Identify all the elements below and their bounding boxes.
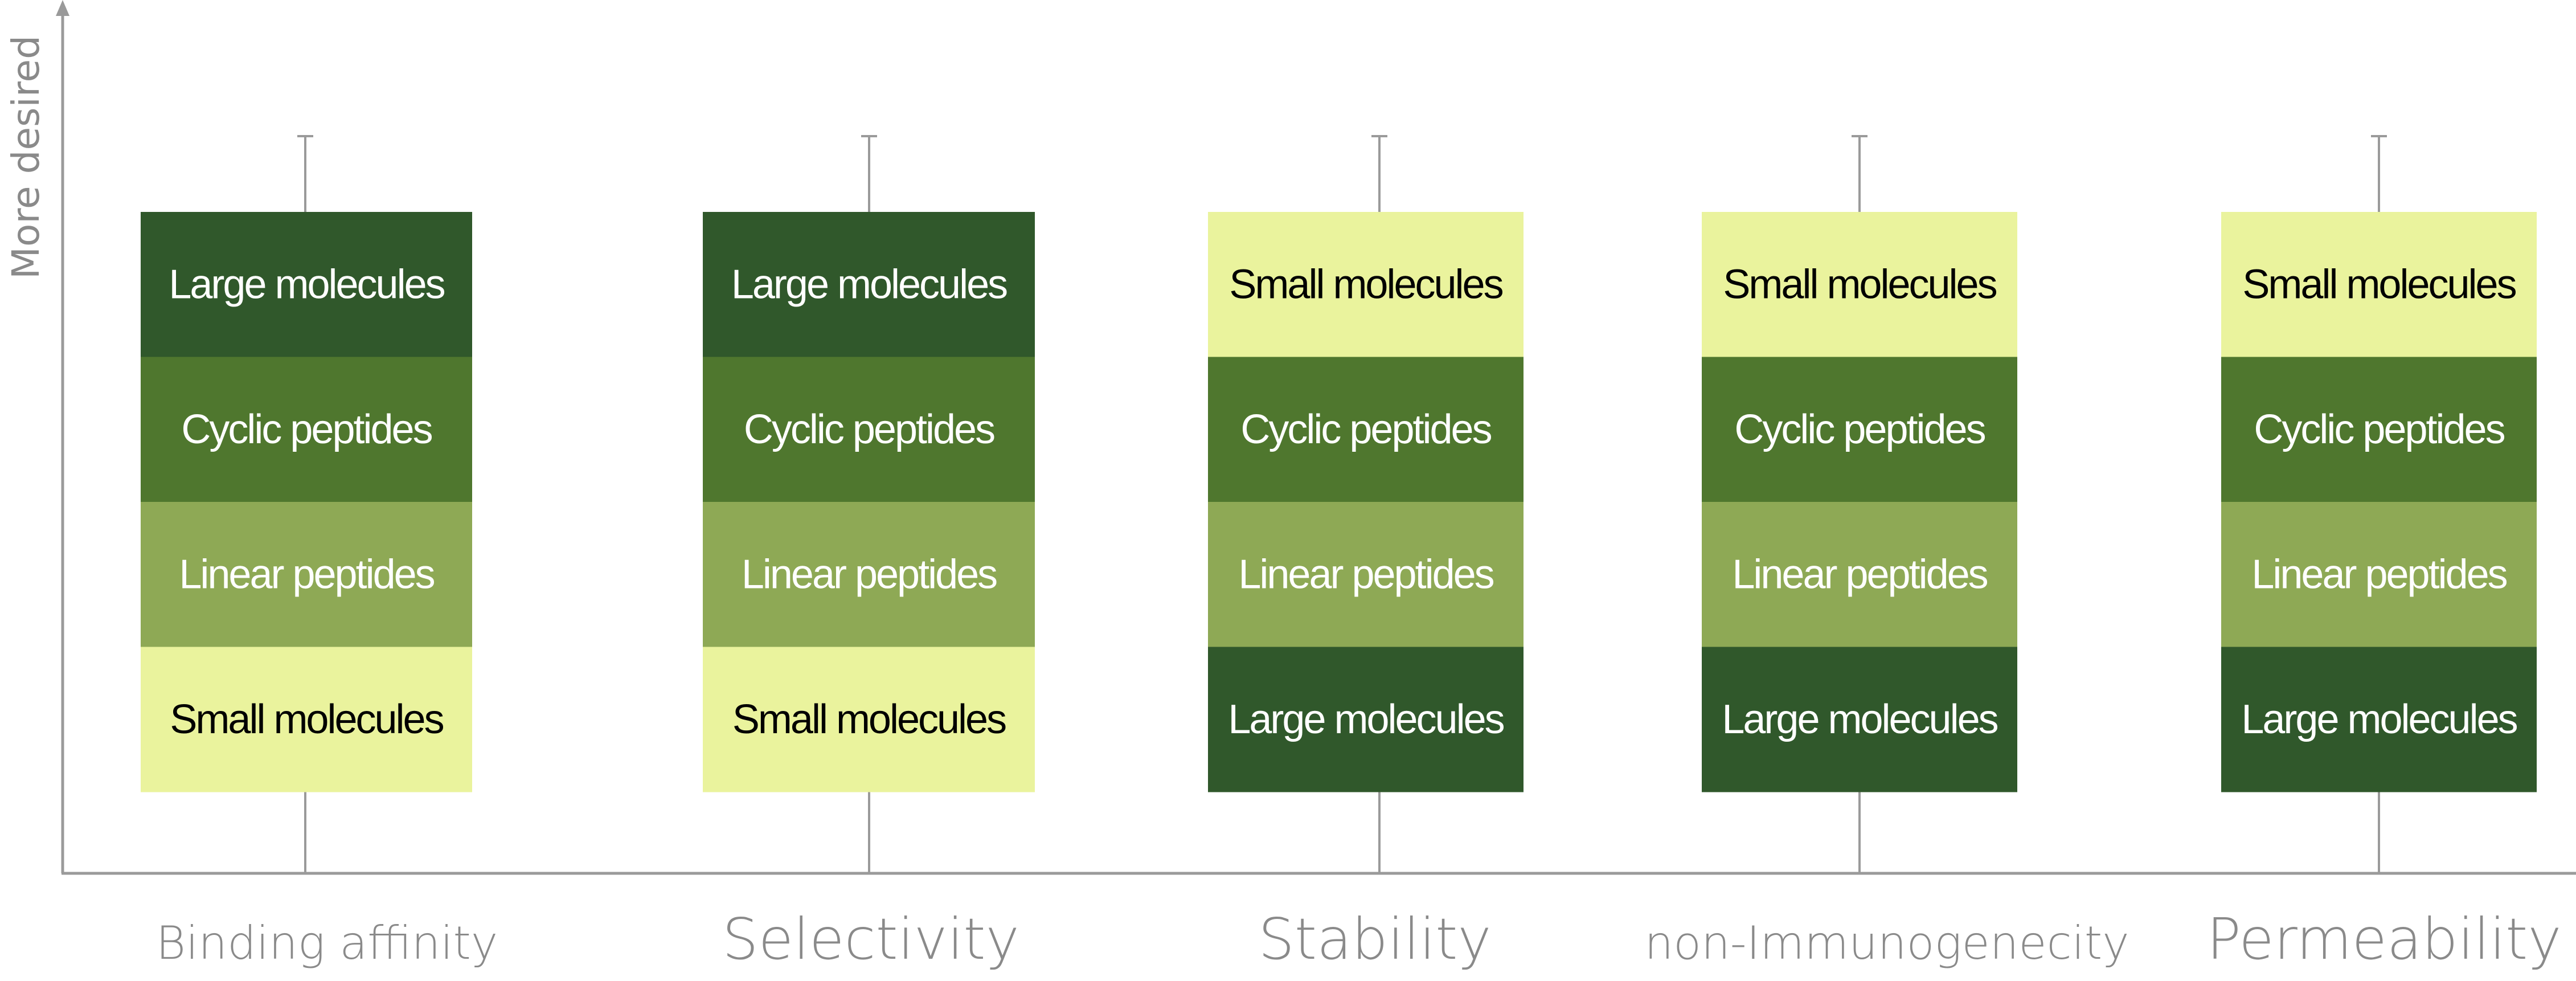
band-rank-1 [1208, 212, 1524, 357]
band-rank-4 [141, 647, 472, 792]
band-label: Small molecules [1229, 261, 1502, 307]
band-rank-3 [1208, 502, 1524, 647]
band-rank-3 [2221, 502, 2537, 647]
band-label: Small molecules [1723, 261, 1996, 307]
band-label: Cyclic peptides [1240, 407, 1491, 452]
band-rank-1 [703, 212, 1035, 357]
band-rank-3 [1702, 502, 2017, 647]
band-label: Cyclic peptides [181, 407, 432, 452]
band-label: Small molecules [170, 697, 443, 742]
category-label: Selectivity [722, 906, 1019, 972]
axes: More desired [4, 0, 2576, 875]
band-label: Large molecules [1722, 697, 1997, 742]
band-label: Large molecules [169, 261, 444, 307]
band-rank-3 [703, 502, 1035, 647]
band-rank-2 [1208, 357, 1524, 502]
band-label: Large molecules [731, 261, 1007, 307]
band-label: Cyclic peptides [744, 407, 994, 452]
category-label: Stability [1258, 906, 1491, 972]
band-label: Large molecules [1228, 697, 1504, 742]
category-label: Permeability [2206, 906, 2561, 972]
band-rank-3 [141, 502, 472, 647]
band-rank-4 [1702, 647, 2017, 792]
band-label: Linear peptides [179, 551, 434, 597]
band-rank-1 [1702, 212, 2017, 357]
band-label: Linear peptides [742, 551, 997, 597]
band-rank-1 [2221, 212, 2537, 357]
band-label: Small molecules [2242, 261, 2516, 307]
band-rank-1 [141, 212, 472, 357]
category-label: non-Immunogenecity [1644, 917, 2129, 970]
category-label: Binding affinity [156, 917, 498, 970]
band-label: Linear peptides [2251, 551, 2507, 597]
band-label: Linear peptides [1238, 551, 1493, 597]
band-rank-2 [141, 357, 472, 502]
band-label: Cyclic peptides [2254, 407, 2504, 452]
y-axis-arrowhead [56, 0, 69, 16]
y-axis-label: More desired [4, 35, 48, 279]
band-rank-4 [703, 647, 1035, 792]
band-rank-2 [1702, 357, 2017, 502]
band-rank-4 [2221, 647, 2537, 792]
band-label: Cyclic peptides [1734, 407, 1985, 452]
band-rank-2 [703, 357, 1035, 502]
band-label: Linear peptides [1732, 551, 1987, 597]
band-label: Small molecules [732, 697, 1006, 742]
band-rank-4 [1208, 647, 1524, 792]
band-rank-2 [2221, 357, 2537, 502]
band-label: Large molecules [2241, 697, 2517, 742]
